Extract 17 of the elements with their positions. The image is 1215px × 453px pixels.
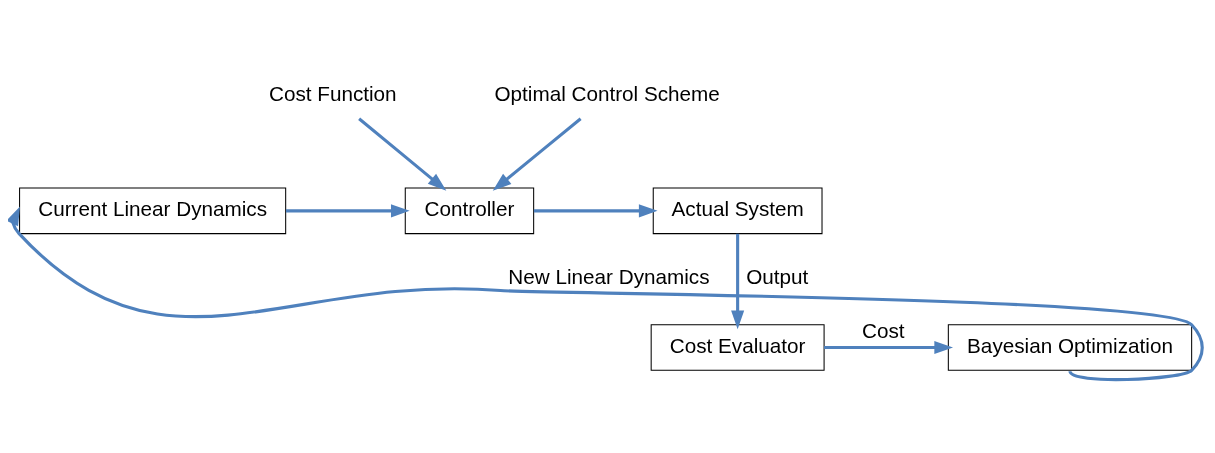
- node-box: Cost Evaluator: [650, 324, 825, 371]
- node-text: Cost Function: [268, 82, 397, 106]
- edge-label: New Linear Dynamics: [508, 265, 710, 289]
- node-box: Controller: [404, 187, 535, 235]
- arrow: [286, 204, 410, 218]
- node-box: Current Linear Dynamics: [19, 187, 287, 235]
- node-box: Bayesian Optimization: [947, 324, 1193, 371]
- arrow: [358, 117, 447, 191]
- arrow: [533, 204, 658, 218]
- arrow: [492, 117, 582, 191]
- node-box: Actual System: [652, 187, 823, 235]
- edge-label: Output: [746, 265, 809, 289]
- edge-label: Cost: [862, 319, 905, 343]
- arrow: [8, 206, 1204, 382]
- arrow: [824, 340, 953, 355]
- node-text: Optimal Control Scheme: [494, 82, 720, 106]
- arrow: [731, 233, 745, 330]
